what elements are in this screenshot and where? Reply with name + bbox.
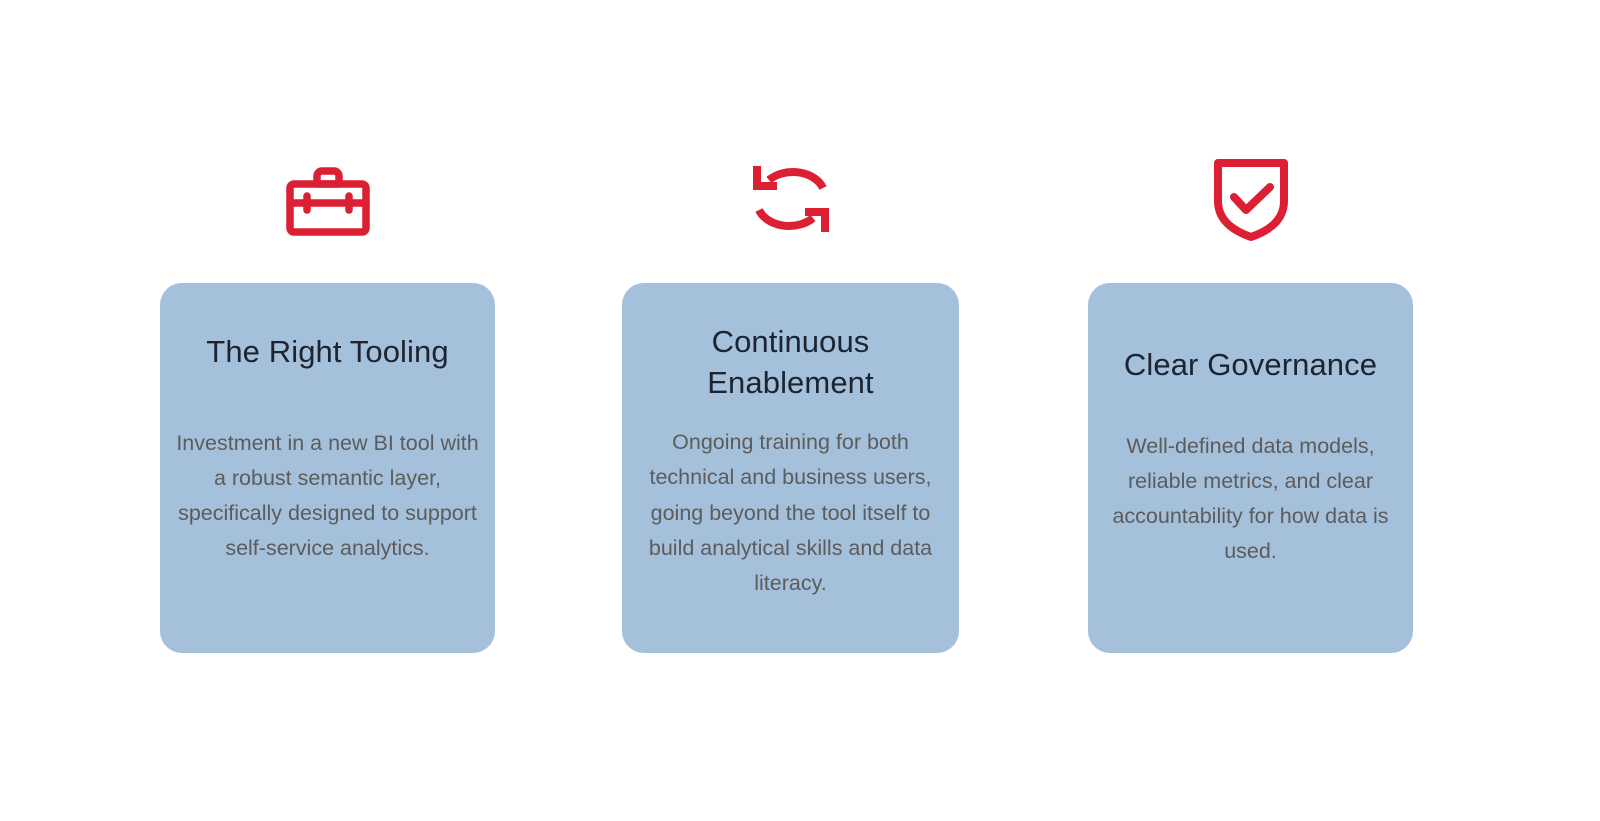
card-body-text: Ongoing training for both technical and …	[648, 430, 933, 595]
card-body-text: Investment in a new BI tool with a robus…	[176, 431, 479, 561]
card-title: Continuous Enablement	[707, 324, 874, 401]
card-surface: The Right Tooling Investment in a new BI…	[160, 283, 495, 653]
sync-arrows-icon	[743, 152, 839, 248]
card-title: The Right Tooling	[206, 334, 449, 369]
card-body-text: Well-defined data models, reliable metri…	[1112, 434, 1389, 564]
shield-check-icon	[1203, 152, 1299, 248]
pillar-card-tooling: The Right Tooling Investment in a new BI…	[160, 0, 495, 821]
pillar-card-enablement: Continuous Enablement Ongoing training f…	[622, 0, 959, 821]
toolbox-icon	[280, 152, 376, 248]
card-title: Clear Governance	[1123, 347, 1378, 382]
card-surface: Clear Governance Well-defined data model…	[1088, 283, 1413, 653]
card-surface: Continuous Enablement Ongoing training f…	[622, 283, 959, 653]
pillar-card-governance: Clear Governance Well-defined data model…	[1088, 0, 1413, 821]
